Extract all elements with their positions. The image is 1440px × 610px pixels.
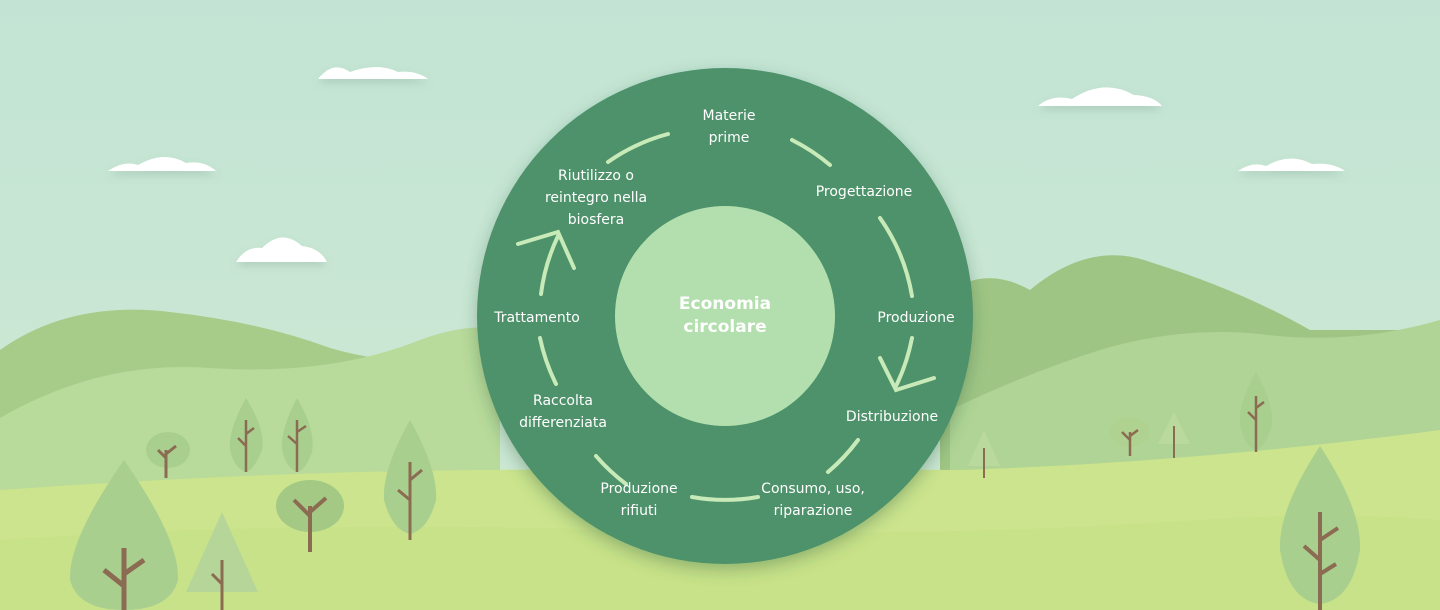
arc-riutilizzo-materie	[606, 132, 670, 164]
stage-produzione: Produzione	[877, 310, 955, 326]
arc-consumo-rifiuti	[690, 495, 760, 502]
cloud-5	[1238, 158, 1345, 171]
tree-tall-1	[229, 398, 263, 472]
stage-raccolta-differenziata: Raccolta differenziata	[519, 393, 607, 431]
arrow-head-riutilizzo	[516, 229, 576, 270]
tree-triangle-left	[186, 512, 258, 610]
arc-distribuzione-consumo	[826, 438, 860, 474]
center-label: Economia circolare	[678, 294, 772, 337]
stage-produzione-rifiuti: Produzione rifiuti	[600, 481, 678, 519]
stage-consumo-uso-riparazione: Consumo, uso, riparazione	[761, 481, 865, 519]
cloud-3	[236, 237, 327, 262]
trees	[69, 372, 1361, 610]
tree-tall-3	[383, 420, 437, 540]
arc-progettazione-produzione	[878, 216, 914, 298]
stage-progettazione: Progettazione	[815, 184, 913, 200]
arc-trattamento-riutilizzo	[539, 234, 560, 296]
arc-rifiuti-raccolta	[594, 454, 628, 486]
tree-round-right	[1110, 417, 1150, 456]
cycle-arcs	[516, 132, 936, 502]
tree-triangle-right-1	[968, 430, 1000, 478]
tree-tall-2	[281, 398, 313, 472]
tree-triangle-right-2	[1158, 412, 1190, 458]
circular-economy-diagram	[477, 68, 973, 564]
cloud-2	[108, 156, 216, 171]
cloud-4	[1038, 87, 1162, 106]
tree-round-2	[276, 480, 344, 552]
arc-raccolta-trattamento	[538, 336, 558, 386]
stage-riutilizzo: Riutilizzo o reintegro nella biosfera	[544, 168, 648, 228]
stage-materie-prime: Materie prime	[702, 108, 756, 146]
tree-round-1	[146, 432, 190, 478]
tree-big-right	[1279, 446, 1361, 610]
cloud-1	[318, 67, 428, 79]
stage-distribuzione: Distribuzione	[845, 409, 939, 425]
stage-trattamento: Trattamento	[494, 310, 580, 326]
clouds	[108, 67, 1345, 262]
arrow-head-distribuzione	[878, 356, 936, 393]
arc-produzione-distribuzione	[894, 336, 914, 388]
tree-big-left	[69, 460, 179, 610]
inner-circle	[615, 206, 835, 426]
arc-materie-progettazione	[790, 138, 832, 167]
tree-tall-right	[1239, 372, 1273, 452]
